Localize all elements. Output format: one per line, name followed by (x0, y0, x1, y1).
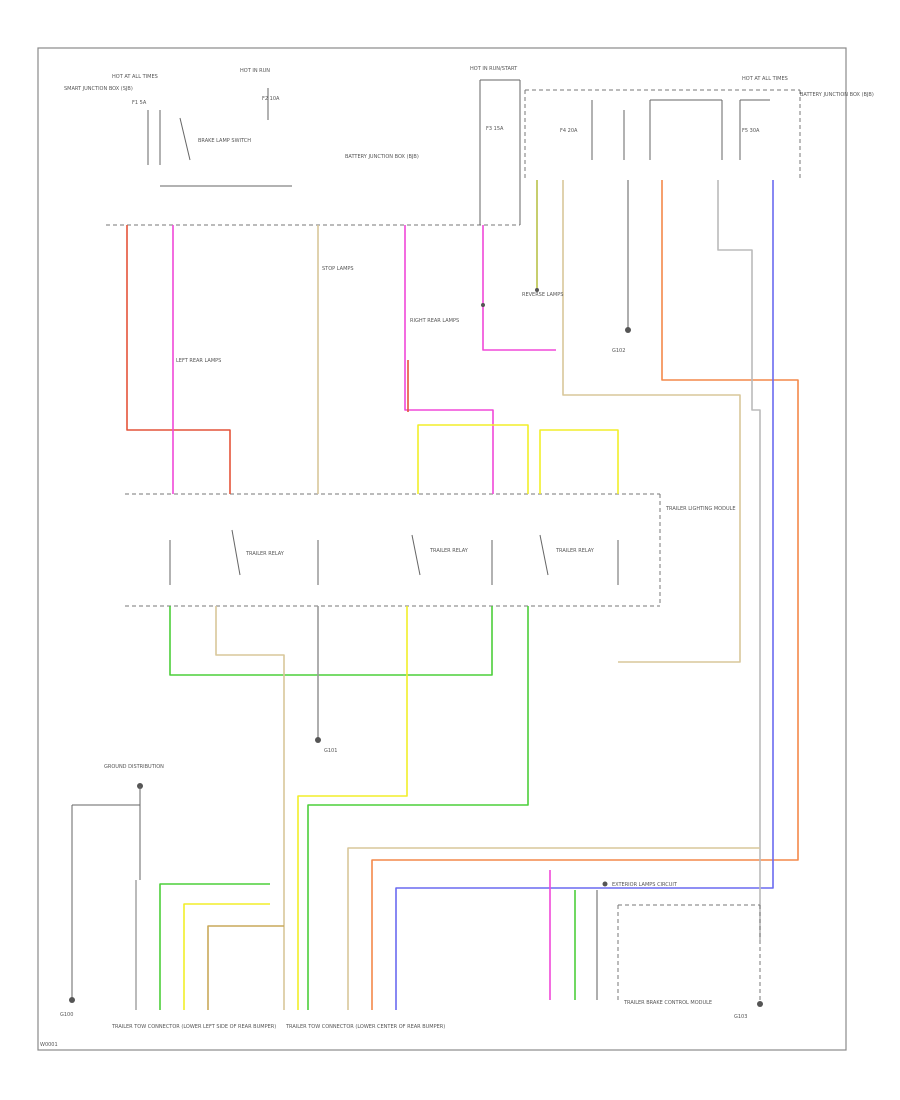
wire-tan-cross (347, 847, 760, 1010)
label-reverse-lamps: REVERSE LAMPS (522, 292, 563, 298)
label-trailer-relay-1: TRAILER RELAY (245, 551, 285, 557)
label-trailer-relay-3: TRAILER RELAY (555, 548, 595, 554)
label-hot-in-run-start: HOT IN RUN/START (470, 66, 518, 72)
wire-tan-right (562, 180, 741, 663)
wire-red (126, 225, 231, 494)
label-page-code: W0001 (40, 1042, 58, 1048)
wire-green-right (307, 606, 529, 1010)
wire-green-bottom (159, 883, 270, 1010)
diagram-frame (37, 47, 847, 1051)
label-right-rear: RIGHT REAR LAMPS (410, 318, 459, 324)
wire-tan-lower (215, 606, 285, 1010)
label-stop-lamps: STOP LAMPS (322, 266, 354, 272)
label-fuse-f4: F4 20A (560, 128, 578, 134)
label-fuse-f2: F2 10A (262, 96, 280, 102)
label-ground-center: G101 (324, 748, 337, 754)
label-ground-left: G100 (60, 1012, 73, 1018)
label-trailer-brake: TRAILER BRAKE CONTROL MODULE (623, 1000, 712, 1006)
wire-tan-bottom (207, 925, 284, 1010)
label-sjb: SMART JUNCTION BOX (SJB) (64, 86, 133, 92)
wire-green (169, 606, 493, 676)
wire-gray-right (717, 180, 761, 940)
label-fuse-f3: F3 15A (486, 126, 504, 132)
label-fuse-f5: F5 30A (742, 128, 760, 134)
wire-orange (371, 180, 799, 1010)
label-connector-center: TRAILER TOW CONNECTOR (LOWER CENTER OF R… (285, 1024, 445, 1030)
label-ground-right: G102 (612, 348, 625, 354)
label-bjb: BATTERY JUNCTION BOX (BJB) (345, 154, 419, 160)
label-ground-dist: GROUND DISTRIBUTION (104, 764, 164, 770)
wire-yellow-bottom (183, 903, 270, 1010)
label-brake-switch: BRAKE LAMP SWITCH (198, 138, 251, 144)
label-ground-bottom-right: G103 (734, 1014, 747, 1020)
wire-yellow-lower (297, 606, 408, 1010)
wire-yellow-upper-right (539, 429, 619, 494)
label-hot-all-times-right: HOT AT ALL TIMES (742, 76, 788, 82)
label-hot-in-run: HOT IN RUN (240, 68, 270, 74)
label-left-rear: LEFT REAR LAMPS (176, 358, 221, 364)
wire-blue (395, 180, 774, 1010)
wire-pink-right (482, 225, 556, 351)
label-bjb-right: BATTERY JUNCTION BOX (BJB) (800, 92, 874, 98)
wire-yellow-upper (417, 424, 529, 494)
label-exterior-lamps: EXTERIOR LAMPS CIRCUIT (612, 882, 678, 888)
label-fuse-f1: F1 5A (132, 100, 147, 106)
wire-pink-center (404, 225, 494, 494)
label-trailer-relay-2: TRAILER RELAY (429, 548, 469, 554)
label-hot-all-times: HOT AT ALL TIMES (112, 74, 158, 80)
label-relay-module: TRAILER LIGHTING MODULE (665, 506, 736, 512)
label-connector-left: TRAILER TOW CONNECTOR (LOWER LEFT SIDE O… (111, 1024, 276, 1030)
